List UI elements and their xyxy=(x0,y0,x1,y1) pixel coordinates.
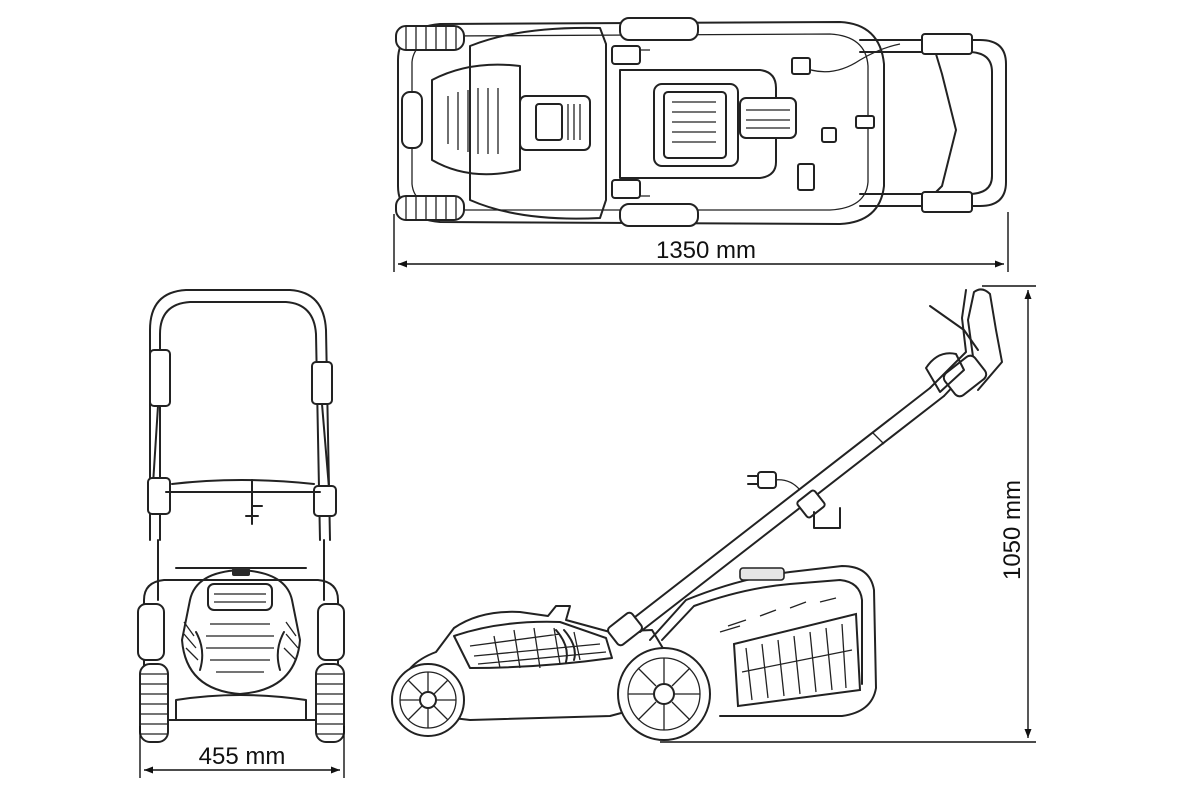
top-view-front-wheels xyxy=(395,25,465,221)
top-view-handle xyxy=(859,33,1007,213)
front-view-handle xyxy=(147,289,337,541)
side-view-rear-wheel xyxy=(617,647,711,741)
side-view-handle xyxy=(625,288,1003,633)
top-view-front-grille xyxy=(401,63,591,176)
side-view-power-plug xyxy=(747,471,801,491)
width-dimension xyxy=(139,726,345,778)
top-view-motor-housing xyxy=(619,69,797,179)
width-label: 455 mm xyxy=(199,743,286,770)
front-view-wheels xyxy=(137,603,345,743)
top-view xyxy=(395,17,1007,227)
top-view-rear-wheels xyxy=(619,17,699,227)
side-view-deck xyxy=(399,605,671,721)
side-view-grass-bag xyxy=(649,565,877,717)
height-label: 1050 mm xyxy=(999,480,1026,580)
length-dimension xyxy=(393,212,1009,272)
front-view xyxy=(137,289,345,743)
side-view-front-wheel xyxy=(391,663,465,737)
front-view-motor-hood xyxy=(181,568,301,695)
length-label: 1350 mm xyxy=(656,237,756,264)
height-dimension xyxy=(660,285,1036,743)
side-view xyxy=(391,288,1003,741)
